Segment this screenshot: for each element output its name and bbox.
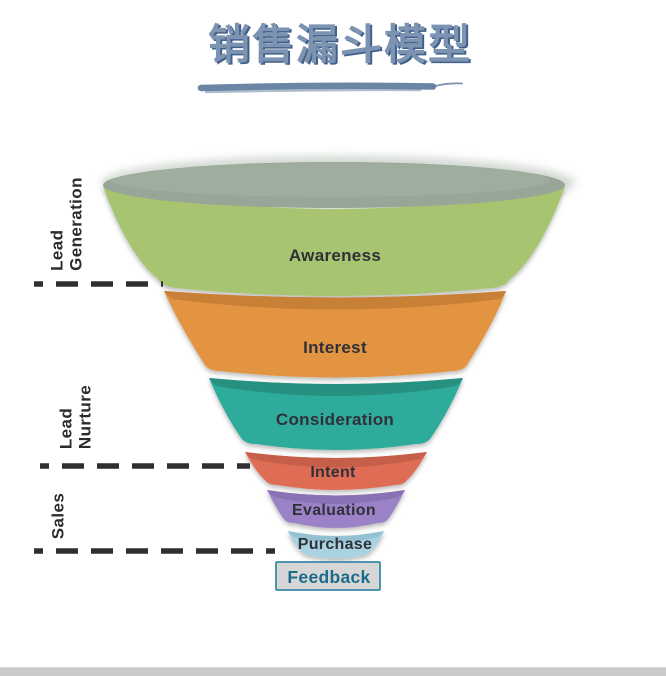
funnel-stage-consideration-lip [209,378,463,396]
funnel-stage-purchase-lip [288,531,384,543]
stage-label-evaluation: Evaluation [292,502,376,519]
side-label-lead-nurture: Lead Nurture [57,385,96,449]
funnel-stage-evaluation-lip [267,490,405,504]
stage-label-intent: Intent [310,464,356,481]
underline-main-stroke [197,82,437,92]
side-label-line: Lead [56,407,76,450]
funnel-stage-interest-body [164,291,506,378]
title-underline-decoration [197,82,463,94]
funnel-stage-interest-lip [164,291,506,310]
page-bottom-edge [0,667,666,676]
funnel-rim-opening [103,162,565,208]
side-label-sales: Sales [48,493,67,539]
funnel-rim-highlight [110,163,550,197]
side-label-line: Sales [48,492,68,540]
funnel-stage-intent-lip [245,452,427,468]
underline-tail-stroke [432,82,463,88]
stage-label-interest: Interest [303,338,367,357]
stage-label-consideration: Consideration [276,410,394,429]
side-label-lead-generation: Lead Generation [48,177,87,271]
feedback-label: Feedback [287,567,370,587]
side-label-line: Generation [67,177,86,271]
funnel-stage-consideration-body [209,378,463,450]
feedback-textbox-frame[interactable] [275,561,381,591]
page-title: 销售漏斗模型 [207,20,472,69]
side-label-line: Lead [47,229,67,271]
stage-label-awareness: Awareness [289,246,381,265]
funnel-stage-awareness-body [103,186,565,296]
underline-texture-stroke [204,88,422,94]
stage-label-purchase: Purchase [298,536,372,553]
feedback-textbox[interactable]: Feedback [275,561,381,591]
side-label-line: Nurture [76,384,95,450]
